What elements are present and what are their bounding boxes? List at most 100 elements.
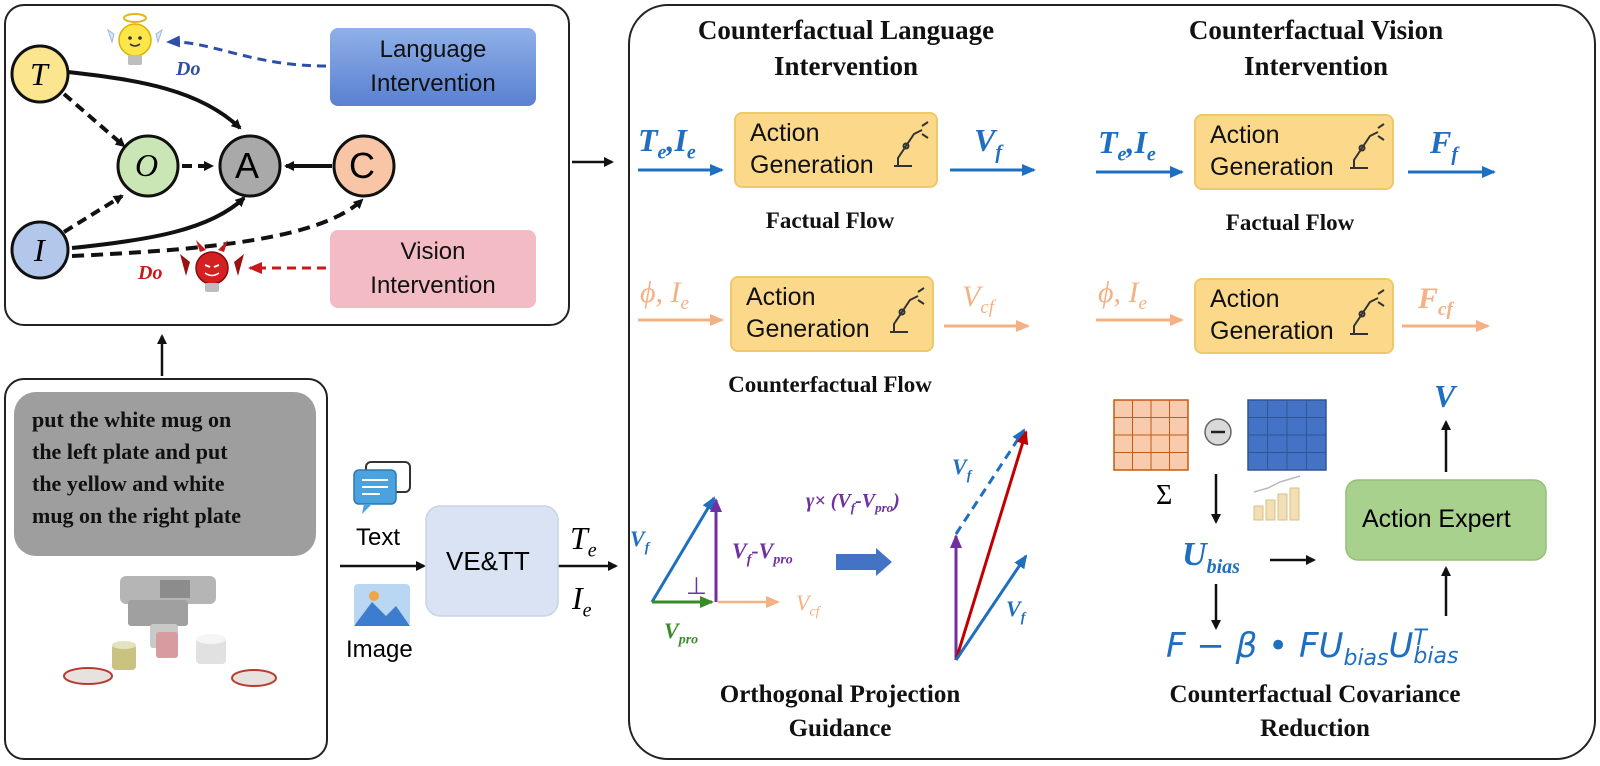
do-top-label: Do xyxy=(176,58,201,80)
proj-vf-bottom-label: Vf xyxy=(1006,596,1025,626)
node-c-label: C xyxy=(349,145,375,186)
vision-cf-in-sub: e xyxy=(1138,293,1147,314)
proj-vf-top: V xyxy=(952,454,967,479)
lang-vcf-sub: cf xyxy=(980,297,995,318)
formula-u: U xyxy=(1388,626,1414,666)
proj-vf-minus-vpro-label: Vf-Vpro xyxy=(732,538,793,568)
lang-cf-action-box: Action Generation xyxy=(730,276,934,352)
proj-vcf: V xyxy=(796,590,810,615)
lang-te-sub: e xyxy=(657,141,667,164)
node-c xyxy=(332,134,396,198)
vision-factual-output: Ff xyxy=(1430,124,1458,166)
vision-title: Counterfactual Vision Intervention xyxy=(1110,12,1522,84)
covariance-title: Counterfactual Covariance Reduction xyxy=(1130,678,1500,746)
vision-cf-input: ϕ, Ie xyxy=(1098,276,1147,315)
coins-chart-icon xyxy=(1253,475,1301,521)
instruction-box: put the white mug on the left plate and … xyxy=(14,392,316,556)
proj-vf2: V xyxy=(732,538,747,563)
text-label: Text xyxy=(356,524,401,551)
vision-ff: F xyxy=(1430,124,1452,160)
proj-vpro-label: Vpro xyxy=(664,618,698,648)
node-o xyxy=(116,134,180,198)
causal-nodes xyxy=(10,44,396,280)
vision-ie: I xyxy=(1134,124,1147,160)
vision-cf-output: Fcf xyxy=(1418,282,1453,321)
ie-label: Ie xyxy=(572,580,592,622)
vision-title-line1: Counterfactual Vision xyxy=(1188,15,1444,45)
vision-action-line1: Action xyxy=(1210,121,1280,149)
vision-action-line2: Generation xyxy=(1210,153,1334,181)
proj-gamma-mid: -V xyxy=(855,490,876,512)
lang-counterfactual-flow-label: Counterfactual Flow xyxy=(728,372,932,397)
lang-cf-input: ϕ, Ie xyxy=(640,276,689,315)
projection-diagram xyxy=(650,428,1029,661)
causal-graph-panel xyxy=(4,4,570,326)
lang-ie: I xyxy=(674,122,687,158)
lang-cf-in-text: ϕ, I xyxy=(640,276,681,309)
image-label: Image xyxy=(346,636,413,663)
proj-gamma-text: γ× (V xyxy=(806,490,851,512)
vision-cf-action-line1: Action xyxy=(1210,285,1280,313)
angel-bulb-icon xyxy=(107,13,163,65)
instruction-line: put the white mug on xyxy=(32,407,232,432)
ubias-label: Ubias xyxy=(1182,536,1240,579)
lang-action-line1: Action xyxy=(750,119,820,147)
proj-vpro: V xyxy=(664,618,679,643)
proj-vcf-label: Vcf xyxy=(796,590,820,620)
ie-subscript: e xyxy=(582,599,592,622)
proj-gamma-sub2: pro xyxy=(875,500,894,515)
v-output-label: V xyxy=(1434,378,1456,414)
do-bottom-label: Do xyxy=(138,262,163,284)
vision-cf-action-line2: Generation xyxy=(1210,317,1334,345)
proj-gamma-label: γ× (Vf-Vpro) xyxy=(806,490,900,516)
proj-vf-label: Vf xyxy=(630,526,649,556)
proj-gamma-sub1: f xyxy=(850,500,856,515)
proj-pro-sub: pro xyxy=(773,552,793,568)
language-title: Counterfactual Language Intervention xyxy=(640,12,1052,84)
lang-ie-sub: e xyxy=(686,141,696,164)
encoder-label: VE&TT xyxy=(446,546,530,576)
proj-gamma-end: ) xyxy=(893,490,900,512)
node-a xyxy=(218,134,282,198)
lang-factual-action-box: Action Generation xyxy=(734,112,938,188)
vision-te-sub: e xyxy=(1117,143,1127,166)
vision-intervention-line2: Intervention xyxy=(370,272,496,299)
vision-fcf-sub: cf xyxy=(1438,299,1453,320)
lang-factual-output: Vf xyxy=(974,122,1002,164)
covariance-title-line2: Reduction xyxy=(1260,715,1370,742)
lang-cf-action-line1: Action xyxy=(746,283,816,311)
vision-cf-in-text: ϕ, I xyxy=(1098,276,1139,309)
lang-cf-action-line2: Generation xyxy=(746,315,870,343)
formula-main: F − β • FU xyxy=(1166,626,1344,666)
language-title-line1: Counterfactual Language xyxy=(697,15,995,45)
formula-sup: T xyxy=(1413,625,1427,651)
te-subscript: e xyxy=(587,539,597,562)
instruction-line: the yellow and white xyxy=(32,471,225,496)
language-do-arrow xyxy=(166,35,327,68)
lang-action-line2: Generation xyxy=(750,151,874,179)
input-panel xyxy=(4,378,328,760)
projection-title-line2: Guidance xyxy=(788,715,892,742)
node-a-label: A xyxy=(235,145,260,186)
lang-vf: V xyxy=(974,122,996,158)
vision-comma: , xyxy=(1126,124,1135,160)
ubias-symbol: U xyxy=(1182,536,1207,573)
language-intervention-box: Language Intervention xyxy=(330,28,536,106)
instruction-line: the left plate and put xyxy=(32,439,228,464)
node-i-label: I xyxy=(34,232,45,268)
formula-sub2: bias xyxy=(1413,643,1459,669)
ie-symbol: I xyxy=(572,580,583,616)
lang-cf-output: Vcf xyxy=(962,280,994,319)
proj-vf: V xyxy=(630,526,645,551)
causal-edges xyxy=(62,70,364,258)
robot-scene-image xyxy=(63,576,277,687)
te-label: Te xyxy=(570,520,597,562)
lang-factual-input: Te,Ie xyxy=(638,122,696,164)
vision-cf-action-box: Action Generation xyxy=(1194,278,1394,354)
action-expert-box xyxy=(1345,479,1547,561)
proj-vf-top-sub: f xyxy=(966,468,972,484)
node-t-label: T xyxy=(30,56,48,92)
